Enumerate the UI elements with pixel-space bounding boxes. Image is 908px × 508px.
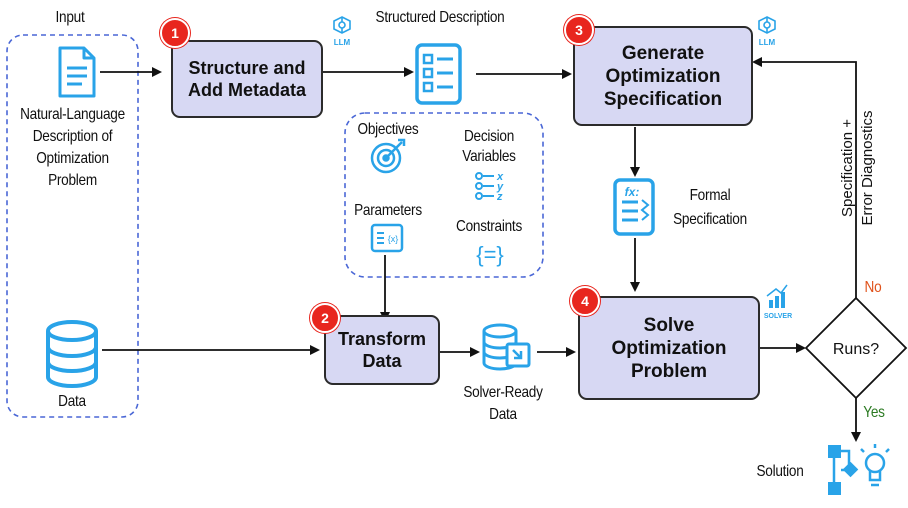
step-4-title-line-3: Problem: [630, 360, 708, 382]
var-x: x: [496, 171, 504, 183]
step-3-title-line-2: Optimization: [605, 65, 721, 87]
solver-ready-data-label: Solver-Ready Data: [456, 382, 550, 426]
solver-ready-data-line-1: Solver-Ready: [463, 384, 543, 401]
database-icon: [46, 320, 98, 388]
step-3-title-line-1: Generate: [621, 42, 705, 64]
parameters-icon: [370, 223, 404, 253]
solver-data-icon: [482, 323, 531, 371]
input-label: Input: [55, 9, 85, 26]
param-glyph: {x}: [388, 234, 399, 244]
step-3-badge: 3: [564, 15, 594, 45]
no-label: No: [864, 279, 882, 296]
target-icon: [370, 138, 406, 174]
step-1-title-line-2: Add Metadata: [187, 80, 306, 100]
metadata-group-frame: [344, 112, 544, 278]
decision-variables-line-2: Variables: [462, 148, 516, 165]
nl-description-line-3: Optimization: [36, 150, 109, 167]
feedback-label: Specification + Error Diagnostics: [838, 68, 882, 268]
solution-flow-icon: [828, 445, 859, 495]
llm-icon: [758, 16, 776, 34]
step-4-badge: 4: [570, 286, 600, 316]
structured-list-icon: [415, 43, 462, 105]
step-2-badge: 2: [310, 303, 340, 333]
arrow-feedback-loop: [752, 57, 857, 298]
nl-description-line-2: Description of: [32, 128, 113, 145]
nl-description-label: Natural-Language Description of Optimiza…: [11, 104, 134, 192]
document-icon: [58, 46, 96, 98]
solver-chart-icon: [766, 284, 788, 308]
llm-icon: [333, 16, 351, 34]
constraints-label: Constraints: [456, 218, 522, 235]
formal-specification-label: Formal Specification: [672, 184, 749, 232]
step-4-title-line-2: Optimization: [611, 337, 727, 359]
var-z: z: [496, 191, 503, 203]
formal-specification-line-2: Specification: [673, 211, 747, 228]
objectives-label: Objectives: [357, 121, 419, 138]
solver-tag: SOLVER: [764, 313, 792, 320]
yes-label: Yes: [863, 404, 885, 421]
fx-glyph: fx:: [625, 185, 640, 199]
var-y: y: [496, 181, 504, 193]
solution-label: Solution: [756, 463, 804, 480]
data-label: Data: [58, 393, 86, 410]
constraints-icon: {=}: [476, 242, 504, 267]
step-2-title-line-1: Transform: [337, 329, 427, 349]
input-group-frame: [6, 34, 139, 418]
decision-variables-line-1: Decision: [463, 128, 515, 145]
solver-ready-data-line-2: Data: [489, 406, 517, 423]
formal-spec-icon: [613, 178, 655, 236]
structured-description-label: Structured Description: [375, 9, 505, 26]
nl-description-line-1: Natural-Language: [20, 106, 125, 123]
feedback-line-1: Specification +: [839, 119, 856, 217]
step-1-title-line-1: Structure and: [188, 58, 306, 78]
variables-icon: [475, 172, 494, 200]
nl-description-line-4: Problem: [48, 172, 97, 189]
step-4-title-line-1: Solve: [643, 314, 695, 336]
decision-diamond: [804, 296, 908, 400]
llm-tag-1: LLM: [334, 38, 351, 47]
parameters-label: Parameters: [354, 202, 422, 219]
step-1-badge: 1: [160, 18, 190, 48]
step-2-title-line-2: Data: [362, 351, 402, 371]
step-3-title-line-3: Specification: [603, 88, 723, 110]
decision-label: Runs?: [833, 341, 879, 358]
formal-specification-line-1: Formal: [689, 187, 731, 204]
llm-tag-2: LLM: [759, 38, 776, 47]
decision-variables-label: Decision Variables: [456, 127, 522, 167]
lightbulb-icon: [860, 444, 890, 487]
feedback-line-2: Error Diagnostics: [859, 110, 876, 226]
